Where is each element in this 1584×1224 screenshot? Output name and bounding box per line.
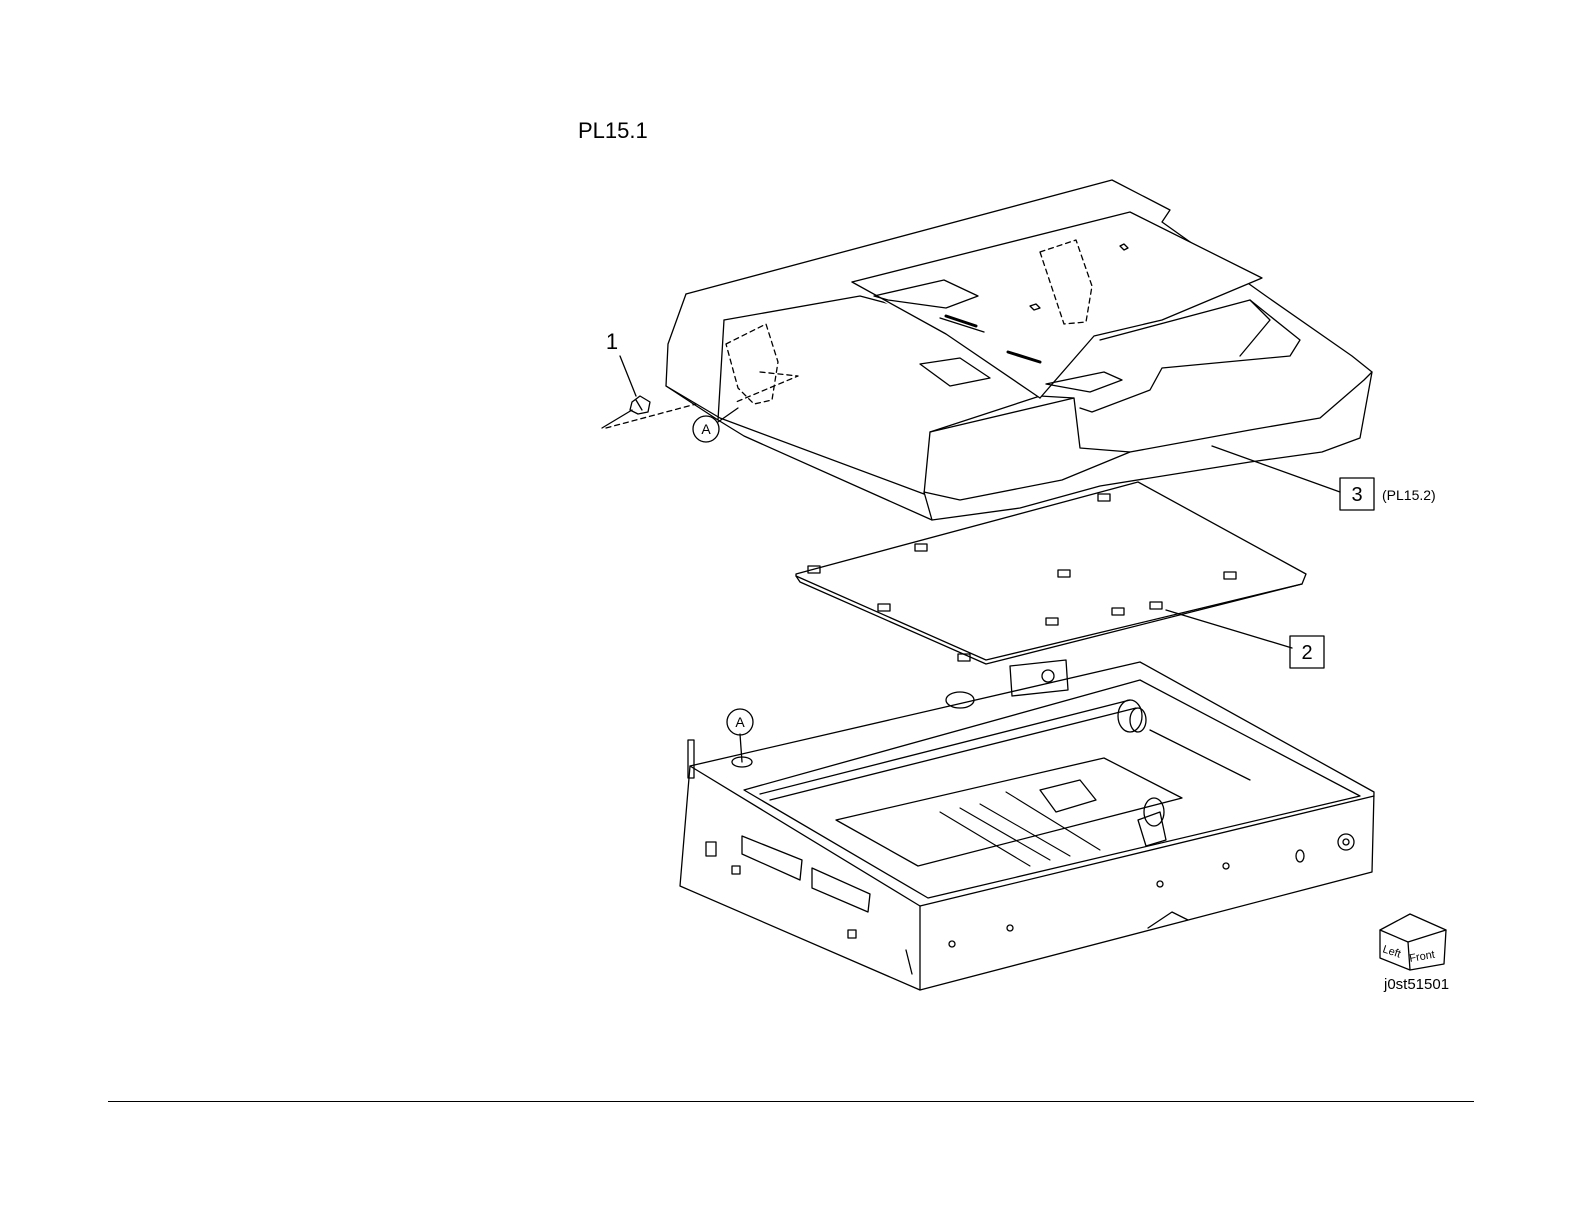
document-feeder-icon	[666, 180, 1372, 520]
ref-a-top-label: A	[701, 421, 711, 437]
screw-icon	[602, 356, 696, 428]
item3-label: 3	[1351, 484, 1362, 506]
item3-ref-label: (PL15.2)	[1382, 487, 1436, 503]
image-id: j0st51501	[1384, 976, 1449, 993]
ref-a-bottom-label: A	[735, 714, 745, 730]
platen-glass-icon	[796, 482, 1306, 664]
item2-label: 2	[1301, 642, 1312, 664]
scanner-base-icon	[680, 660, 1374, 990]
footer-divider	[108, 1101, 1474, 1102]
item1-label: 1	[606, 329, 618, 354]
